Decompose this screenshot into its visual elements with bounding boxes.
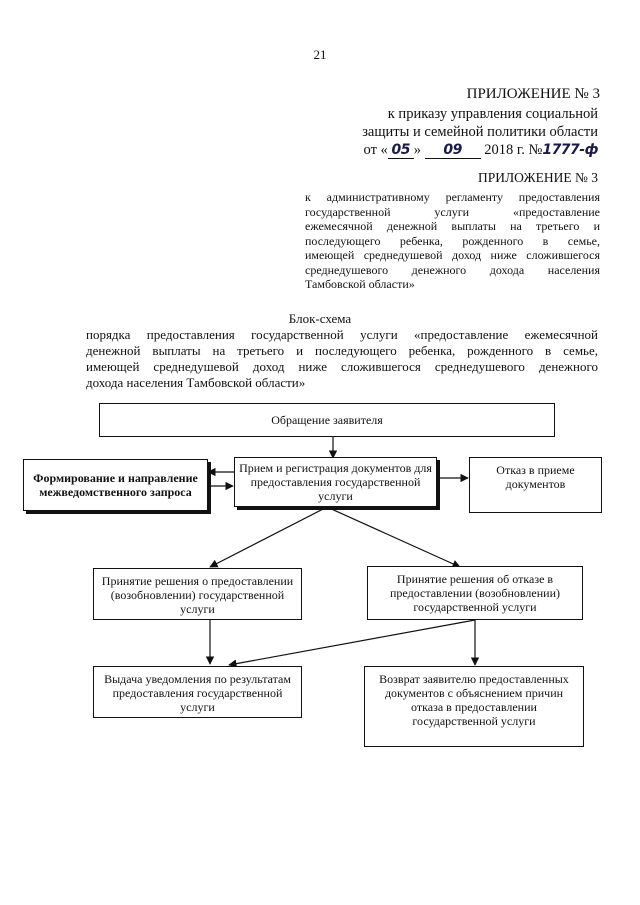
appendix-regulation-title: ПРИЛОЖЕНИЕ № 3 xyxy=(477,170,598,185)
appendix-regulation-text: к административному регламенту предостав… xyxy=(305,190,600,292)
desc-line: денежной выплаты на третьего и последующ… xyxy=(86,343,598,358)
appendix-order-line2: защиты и семейной политики области xyxy=(362,124,598,140)
box-refusal-reception: Отказ в приеме документов xyxy=(469,457,602,513)
date-mid: » xyxy=(413,142,422,158)
date-day-handwritten: 05 xyxy=(387,142,414,159)
reg-line: государственной услуги «предоставление xyxy=(305,204,600,219)
appendix-order-date-line: от «05» 09 2018 г. №1777-ф xyxy=(364,142,598,159)
reg-line: Тамбовской области» xyxy=(305,277,415,291)
appendix-order-title: ПРИЛОЖЕНИЕ № 3 xyxy=(466,86,600,102)
box-notification: Выдача уведомления по результатам предос… xyxy=(93,666,302,718)
date-month-handwritten: 09 xyxy=(424,142,481,159)
box-decision-refuse: Принятие решения об отказе в предоставле… xyxy=(367,566,583,620)
flowchart-title: Блок-схема xyxy=(288,311,352,326)
desc-line: порядка предоставления государственной у… xyxy=(86,327,598,342)
arrow-reception-to-refuse xyxy=(326,506,461,568)
page-number: 21 xyxy=(313,47,327,62)
box-interagency-request: Формирование и направление межведомствен… xyxy=(23,459,208,511)
order-number-handwritten: 1777-ф xyxy=(542,142,598,158)
box-return-documents: Возврат заявителю предоставленных докуме… xyxy=(364,666,584,747)
flowchart-description: порядка предоставления государственной у… xyxy=(86,327,598,391)
reg-line: ежемесячной денежной выплаты на третьего… xyxy=(305,219,600,233)
desc-line: дохода населения Тамбовской области» xyxy=(86,375,306,390)
box-reception: Прием и регистрация документов для предо… xyxy=(234,457,437,507)
reg-line: последующего ребенка, рожденного в семье… xyxy=(305,233,600,248)
reg-line: имеющей среднедушевой доход ниже сложивш… xyxy=(305,248,600,262)
date-prefix: от « xyxy=(363,142,388,158)
box-applicant-request: Обращение заявителя xyxy=(99,403,555,437)
desc-line: имеющей среднедушевой доход ниже сложивш… xyxy=(86,359,598,374)
reg-line: к административному регламенту предостав… xyxy=(305,190,600,204)
arrow-refuse-to-notification xyxy=(228,619,476,668)
box-decision-grant: Принятие решения о предоставлении (возоб… xyxy=(93,568,302,620)
appendix-order-line1: к приказу управления социальной xyxy=(387,106,598,122)
reg-line: среднедушевого денежного дохода населени… xyxy=(305,262,600,277)
date-year-text: 2018 г. № xyxy=(484,142,543,158)
arrow-reception-to-grant xyxy=(209,506,328,568)
